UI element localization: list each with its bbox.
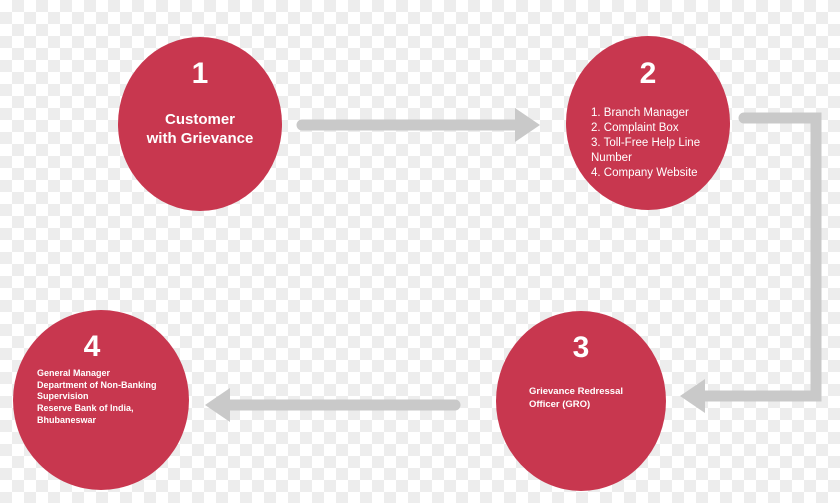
step-label: General Manager Department of Non-Bankin… (37, 368, 157, 426)
step-label: Grievance Redressal Officer (GRO) (529, 386, 623, 412)
step-label-line: 4. Company Website (591, 166, 698, 179)
step-label-line: Number (591, 151, 632, 164)
step-2-channels-circle: 2 1. Branch Manager 2. Complaint Box 3. … (566, 36, 730, 210)
step-3-gro-circle: 3 Grievance Redressal Officer (GRO) (496, 311, 666, 491)
step-label-line: 3. Toll-Free Help Line (591, 136, 701, 149)
step-label-line: 1. Branch Manager (591, 107, 689, 119)
step-1-customer-circle: 1 Customer with Grievance (118, 37, 282, 211)
step-label-line: Officer (GRO) (529, 398, 591, 410)
step-label-line: 2. Complaint Box (591, 121, 679, 134)
step-number: 4 (83, 330, 101, 363)
step-label-line: Department of Non-Banking (37, 379, 157, 390)
step-number: 3 (572, 331, 590, 364)
step-label-line: with Grievance (146, 129, 254, 147)
arrowhead-1-to-2 (515, 108, 540, 142)
step-label: Customer with Grievance (118, 111, 282, 149)
step-label: 1. Branch Manager 2. Complaint Box 3. To… (591, 106, 700, 181)
step-label-line: Supervision (37, 391, 89, 402)
connector-2-to-3 (699, 112, 822, 402)
arrowhead-3-to-4 (205, 388, 230, 422)
step-label-line: Bhubaneswar (37, 414, 97, 425)
arrowhead-2-to-3 (680, 379, 705, 413)
step-label-line: Grievance Redressal (529, 386, 624, 397)
step-label-line: Reserve Bank of India, (37, 403, 134, 414)
step-number: 2 (639, 57, 657, 90)
step-number: 1 (191, 57, 209, 90)
step-4-rbi-circle: 4 General Manager Department of Non-Bank… (13, 310, 189, 490)
step-label-line: General Manager (37, 368, 111, 378)
step-label-line: Customer (164, 111, 235, 128)
